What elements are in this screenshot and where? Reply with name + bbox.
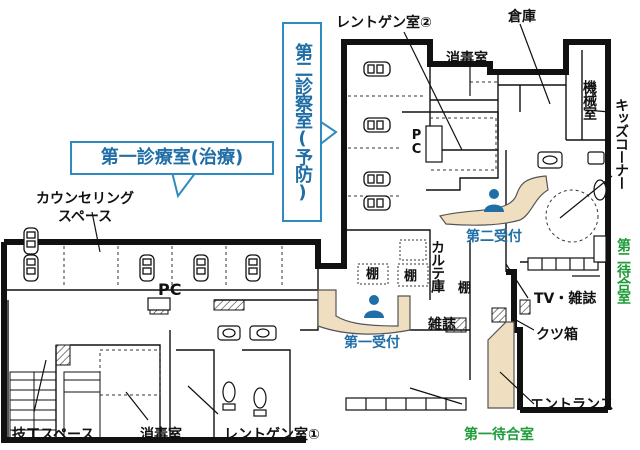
label-shelf-3: 棚 [458,281,472,296]
label-karute: カルテ庫 [429,240,445,292]
label-counseling: カウンセリングスペース [36,191,134,226]
label-entrance: エントランス [530,397,614,413]
label-machine-room: 機械室 [581,80,597,119]
label-shelf-2: 棚 [404,269,418,284]
clinic2-callout: 第二診察室(予防) [282,22,322,222]
label-tech-space: 技工スペース [12,427,95,443]
label-tv-magazine: TV・雑誌 [534,291,597,307]
entrance-step [487,321,515,409]
label-pc-top: PC [409,128,424,156]
chair-left-4 [245,254,261,282]
pc-desk-top [425,125,443,163]
reception2-counter [438,175,549,226]
label-waiting2: 第二待合室 [615,238,631,303]
dental-chairs [23,61,391,282]
label-xray2: レントゲン室② [336,15,432,31]
label-reception2: 第二受付 [466,229,522,245]
label-shelf-1: 棚 [366,267,380,282]
staff-icon-reception1 [364,295,384,318]
clinic1-callout-text: 第一診療室(治療) [100,147,244,168]
pc-desk-bottom [147,297,171,311]
leader-lines [33,23,613,421]
label-shoe-box: クツ箱 [536,327,578,343]
chair-left-1 [23,227,39,255]
chair-left-2 [139,254,155,282]
chair-top-2 [363,117,391,133]
shelves [357,239,429,287]
chair-top-3 [363,171,391,187]
staff-icon-reception2 [484,189,504,212]
label-disinfect-bottom: 消毒室 [140,427,182,443]
chair-top-4 [363,195,391,211]
label-kids-corner: キッズコーナー [613,98,629,189]
label-xray1: レントゲン室① [224,427,320,443]
reception1-counter [317,289,411,335]
hatched-columns [55,299,531,366]
kids-corner-play-area [545,189,599,243]
label-disinfect-top: 消毒室 [446,51,488,67]
label-storage: 倉庫 [508,9,536,25]
chair-top-1 [363,61,391,77]
label-reception1: 第一受付 [344,335,400,351]
stairs [9,371,101,441]
label-pc-bottom: PC [158,280,182,299]
label-waiting1: 第一待合室 [464,427,534,443]
chair-left-3 [193,254,209,282]
clinic1-callout-pointer [170,171,198,199]
label-magazine: 雑誌 [428,317,456,333]
benches [345,235,607,411]
clinic1-callout: 第一診療室(治療) [70,141,274,175]
clinic2-callout-text: 第二診察室(予防) [292,42,313,202]
chair-left-0 [23,254,39,282]
sinks [217,151,605,341]
